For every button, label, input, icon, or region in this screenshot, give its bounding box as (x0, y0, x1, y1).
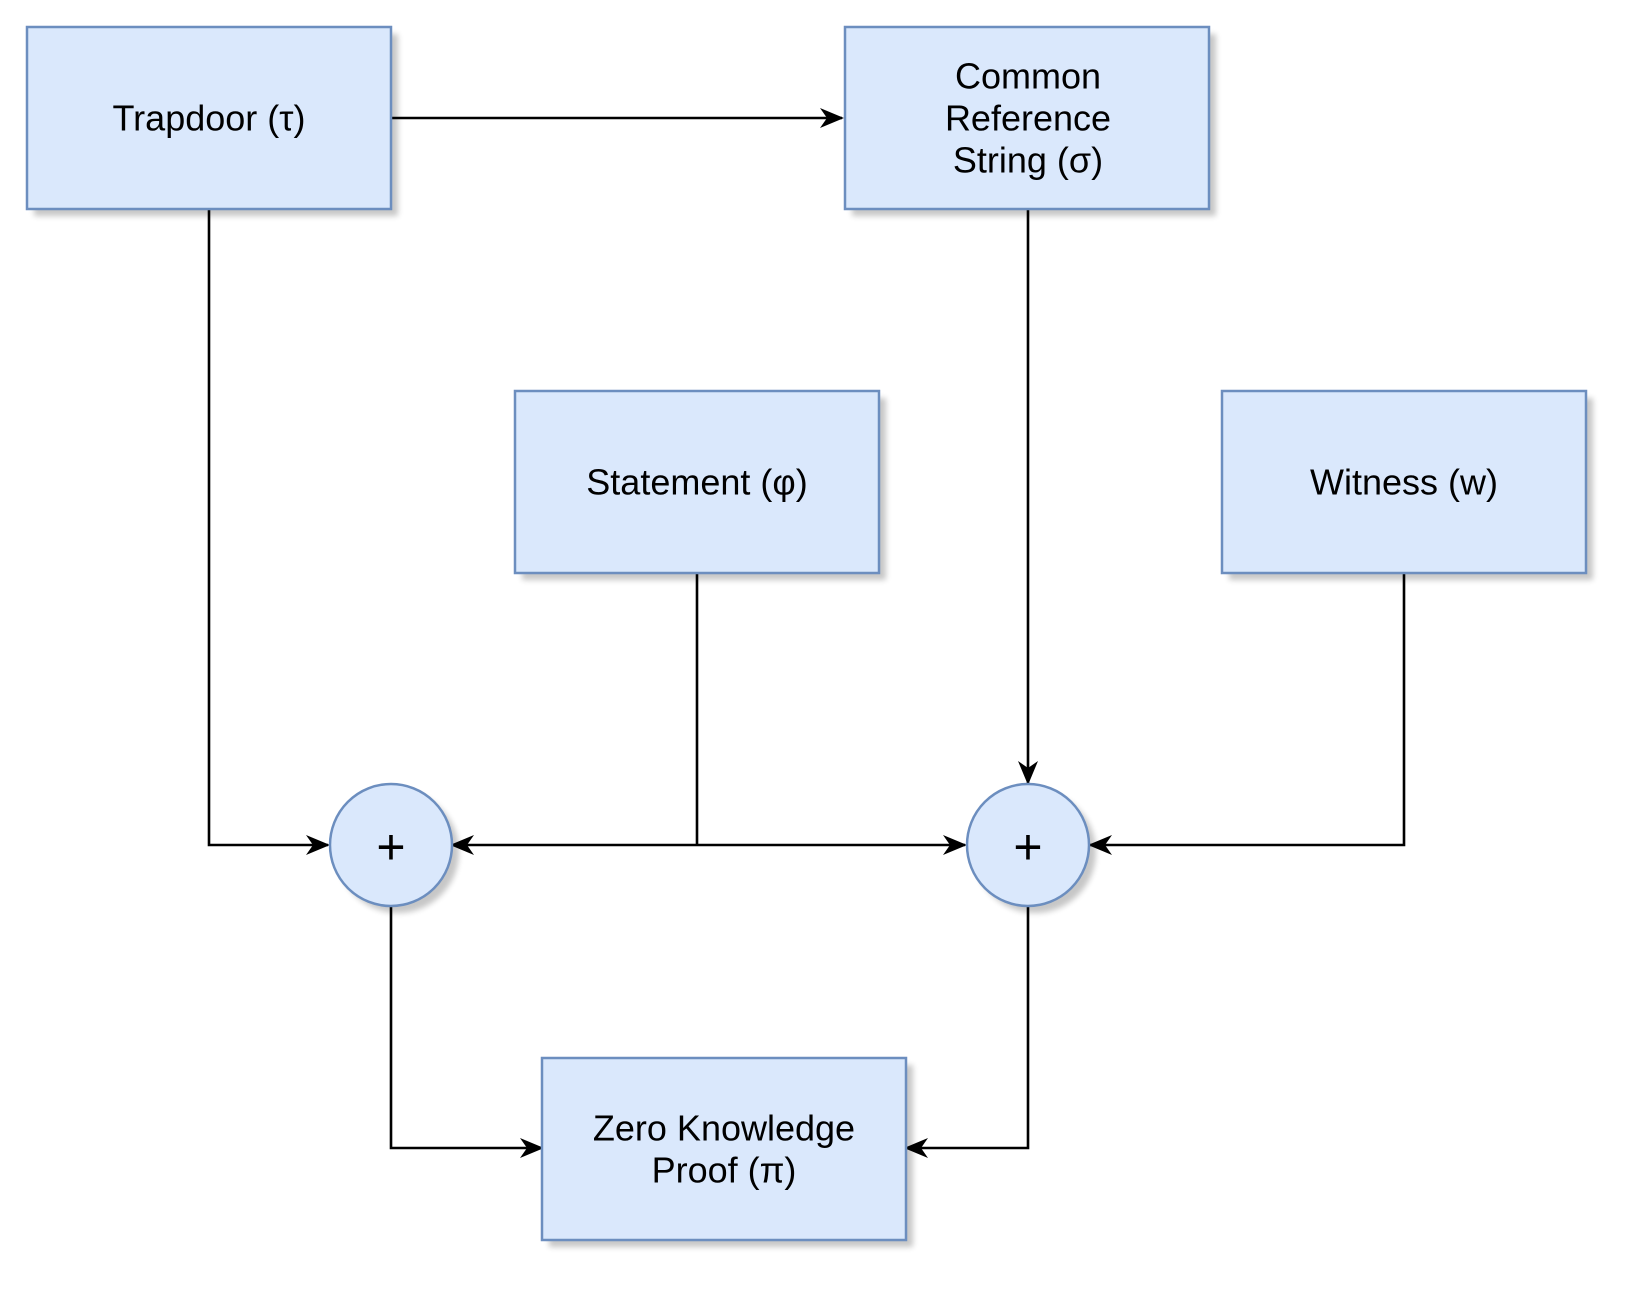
edge-trapdoor-to-combiner-left (207, 209, 330, 855)
proof-node: Zero Knowledge Proof (π) (540, 1056, 913, 1247)
crs-label-line-1: Common (955, 56, 1101, 97)
edge-combiner-left-to-proof (389, 907, 544, 1158)
crs-node: Common Reference String (σ) (843, 25, 1216, 216)
crs-label-line-3: String (σ) (953, 140, 1103, 181)
proof-label-line-2: Proof (π) (652, 1150, 797, 1191)
combiner-left-node: + (328, 782, 459, 913)
crs-label-line-2: Reference (945, 98, 1111, 139)
statement-label: Statement (φ) (586, 462, 807, 503)
proof-label-line-1: Zero Knowledge (593, 1108, 855, 1149)
edge-combiner-right-to-proof (904, 907, 1030, 1158)
trapdoor-label: Trapdoor (τ) (113, 98, 306, 139)
trapdoor-node: Trapdoor (τ) (25, 25, 398, 216)
witness-label: Witness (w) (1310, 462, 1498, 503)
statement-node: Statement (φ) (513, 389, 886, 580)
witness-node: Witness (w) (1220, 389, 1593, 580)
combiner-right-node: + (965, 782, 1096, 913)
plus-symbol-left: + (376, 819, 405, 875)
edge-witness-to-combiner-right (1088, 573, 1406, 855)
plus-symbol-right: + (1013, 819, 1042, 875)
